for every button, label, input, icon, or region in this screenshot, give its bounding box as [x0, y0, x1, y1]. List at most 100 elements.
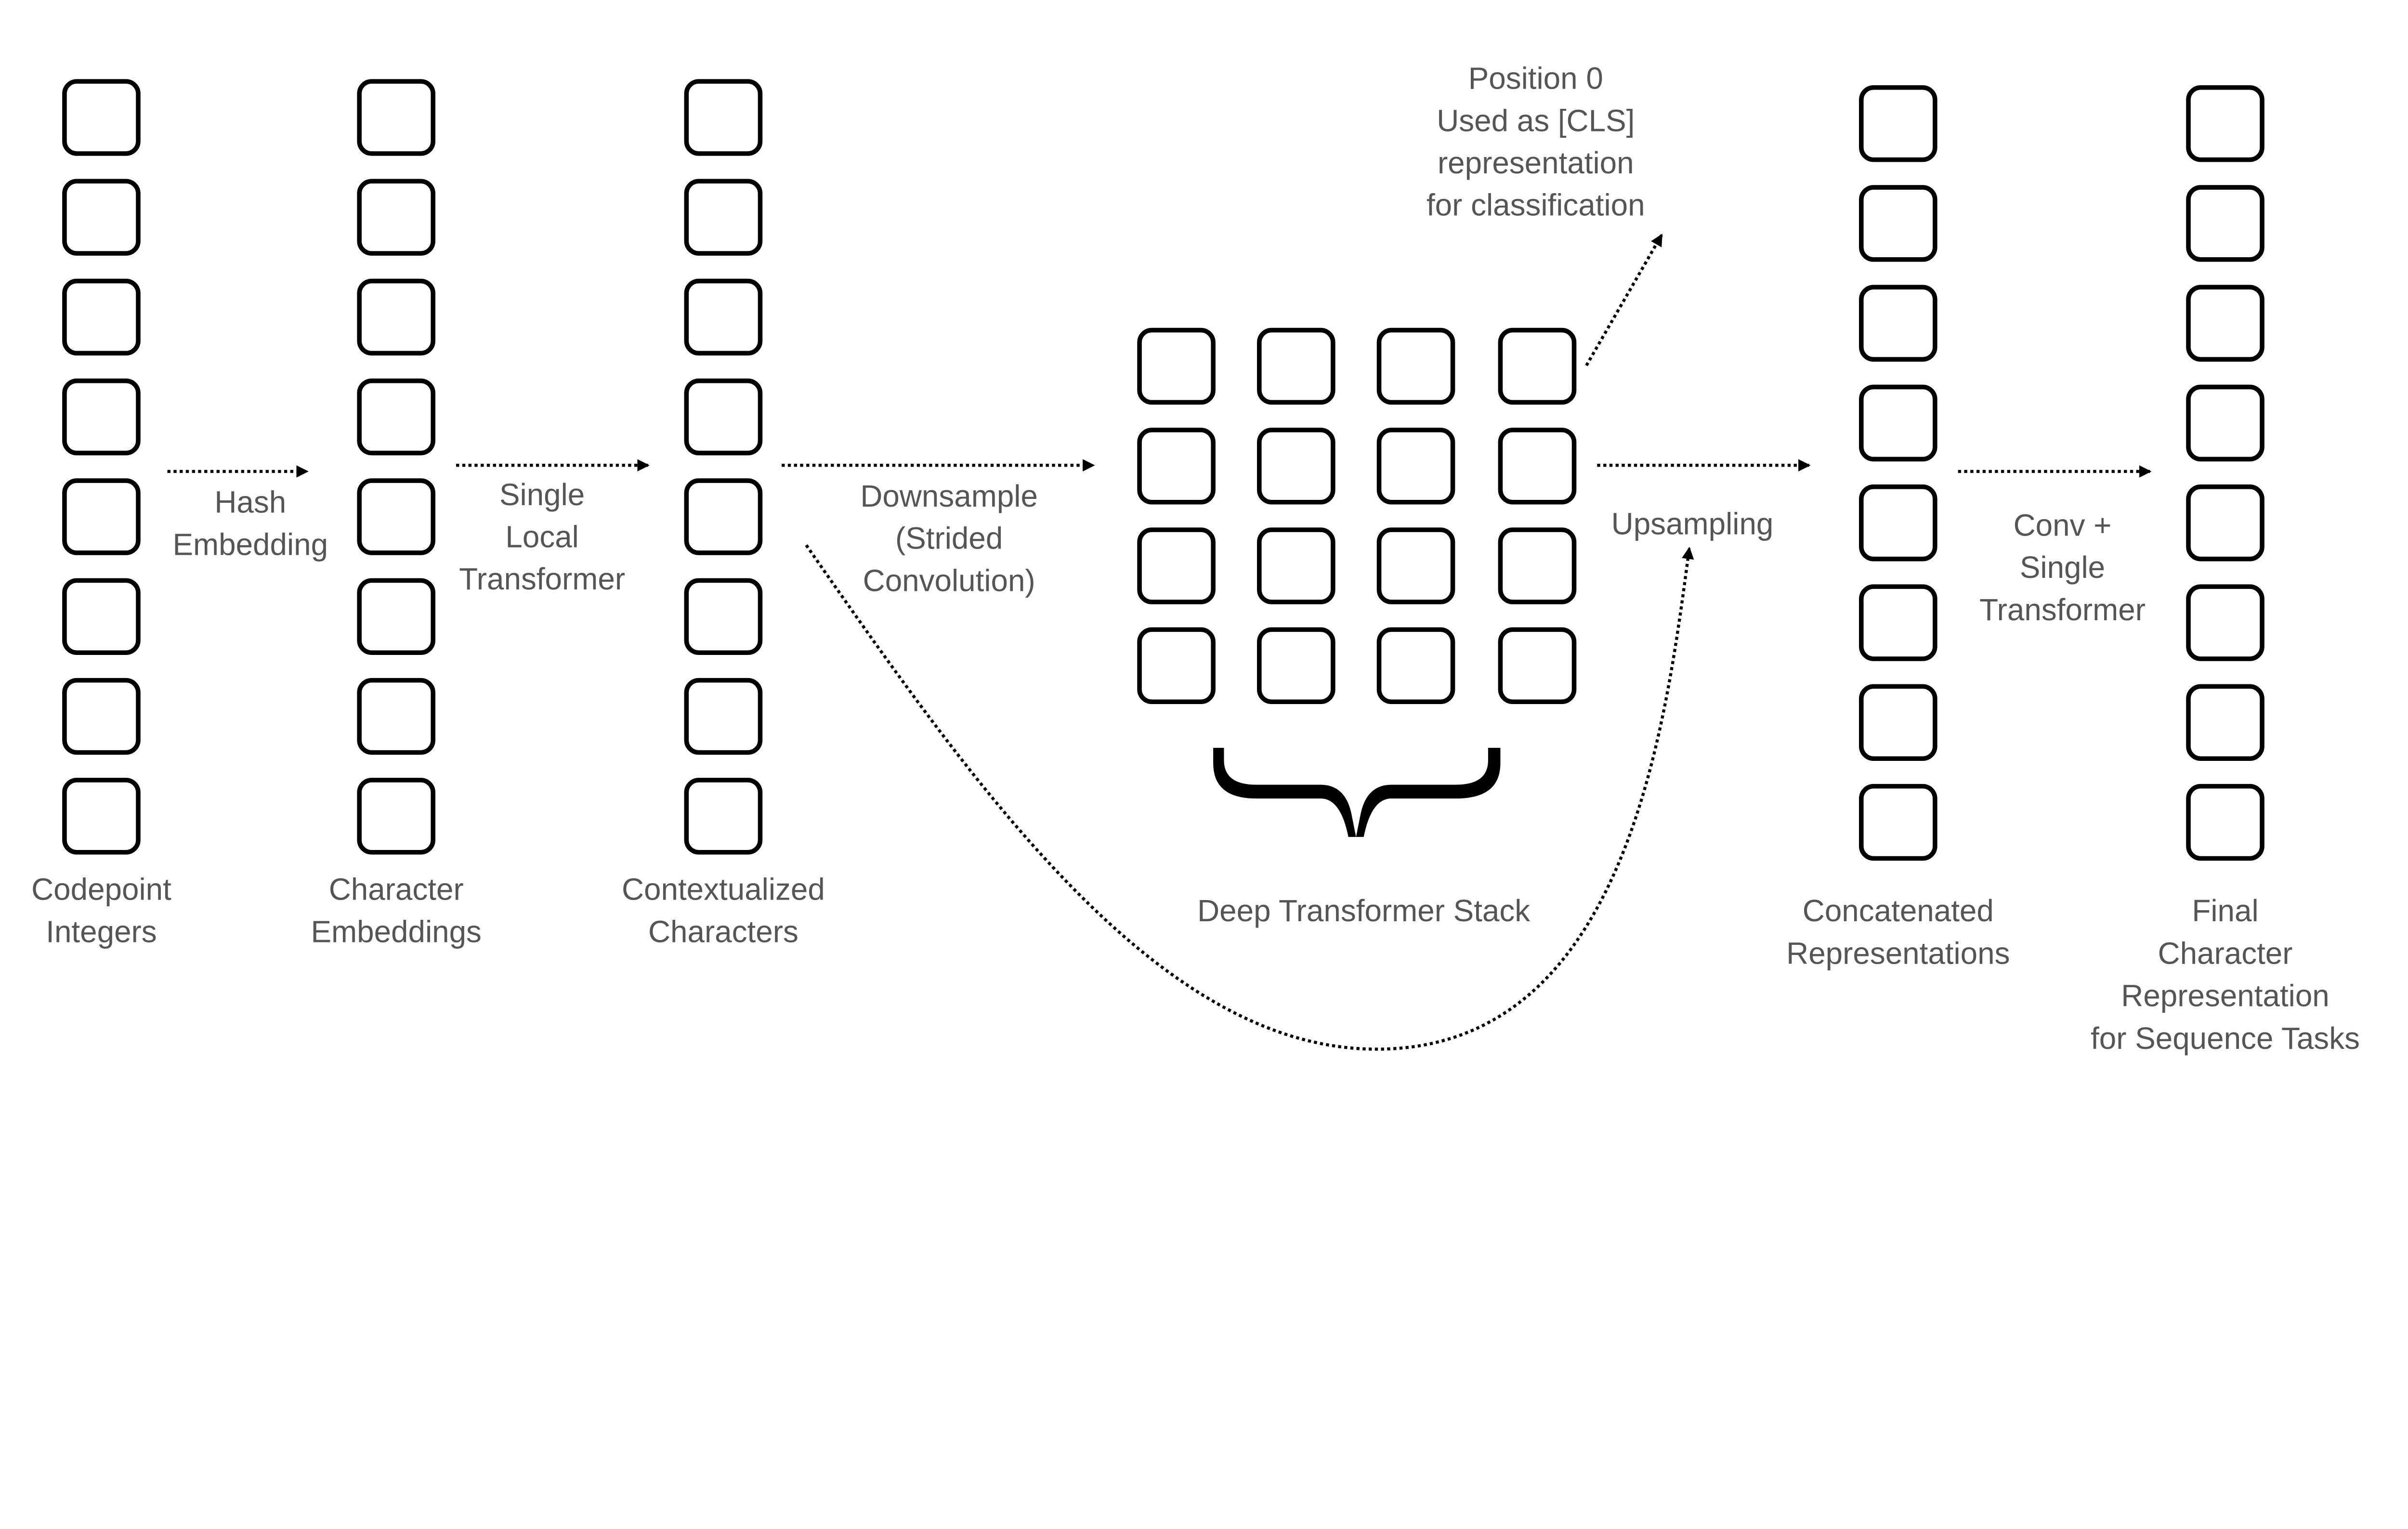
cell-box	[684, 478, 763, 555]
label-line: Characters	[648, 915, 798, 949]
label-line: Final	[2192, 893, 2258, 928]
cell-box	[1859, 584, 1937, 661]
upsampling-label: Upsampling	[1611, 506, 1774, 541]
cell-box	[62, 478, 141, 555]
residual-skip-arrow	[805, 544, 1694, 1051]
label-line: Codepoint	[31, 872, 171, 906]
label-line: Representations	[1786, 936, 2010, 970]
label-line: Downsample	[860, 479, 1038, 513]
cell-box	[357, 678, 436, 755]
cell-box	[684, 379, 763, 456]
cell-box	[2186, 384, 2264, 462]
label-line: Representation	[2121, 979, 2329, 1013]
cell-box	[1859, 784, 1937, 861]
cell-box	[1859, 384, 1937, 462]
stack-cell-box	[1498, 428, 1577, 505]
stack-cell-box	[1137, 327, 1216, 405]
deep-stack-label: Deep Transformer Stack	[1197, 893, 1530, 928]
cell-box	[684, 278, 763, 356]
stack-cell-box	[1498, 327, 1577, 405]
cell-box	[62, 678, 141, 755]
label-line: Convolution)	[863, 563, 1035, 598]
cls-output-label: Position 0 Used as [CLS] representation for…	[1426, 61, 1645, 222]
cell-box	[62, 379, 141, 456]
cell-box	[2186, 484, 2264, 562]
cell-box	[357, 179, 436, 256]
label-line: for Sequence Tasks	[2091, 1021, 2360, 1056]
label-line: Single	[2020, 550, 2105, 585]
final-character-representation-column	[2186, 85, 2264, 861]
cell-box	[357, 278, 436, 356]
cell-box	[1859, 85, 1937, 162]
cell-box	[62, 278, 141, 356]
concatenated-representations-column	[1859, 85, 1937, 861]
label-line: Embeddings	[311, 915, 481, 949]
cell-box	[1859, 484, 1937, 562]
stack-cell-box	[1498, 527, 1577, 604]
label-line: Upsampling	[1611, 506, 1774, 541]
stack-cell-box	[1257, 428, 1335, 505]
label-line: Transformer	[459, 562, 625, 596]
cell-box	[62, 79, 141, 156]
contextualized-characters-column	[684, 79, 763, 855]
label-line: Transformer	[1979, 592, 2146, 627]
label-line: Single	[499, 477, 585, 512]
cell-box	[62, 179, 141, 256]
stack-cell-box	[1498, 627, 1577, 705]
label-line: Contextualized	[622, 872, 825, 906]
stack-cell-box	[1376, 627, 1455, 705]
label-line: Conv +	[2014, 508, 2112, 543]
label-line: Position 0	[1468, 61, 1603, 96]
cell-box	[357, 379, 436, 456]
cell-box	[2186, 584, 2264, 661]
label-line: Local	[505, 519, 578, 554]
stack-cell-box	[1257, 627, 1335, 705]
cell-box	[357, 778, 436, 855]
stack-cell-box	[1257, 527, 1335, 604]
cell-box	[62, 778, 141, 855]
cell-box	[2186, 684, 2264, 761]
cell-box	[1859, 185, 1937, 262]
cell-box	[684, 678, 763, 755]
cell-box	[1859, 684, 1937, 761]
label-line: Character	[329, 872, 464, 906]
cls-output-arrow	[1585, 234, 1663, 366]
cell-box	[62, 578, 141, 655]
stack-cell-box	[1376, 527, 1455, 604]
cell-box	[357, 478, 436, 555]
stack-cell-box	[1376, 428, 1455, 505]
cell-box	[1859, 285, 1937, 362]
deep-stack-brace	[1213, 747, 1501, 837]
label-line: Used as [CLS]	[1437, 103, 1635, 138]
stack-cell-box	[1376, 327, 1455, 405]
cell-box	[684, 179, 763, 256]
cell-box	[2186, 784, 2264, 861]
label-line: Concatenated	[1803, 893, 1994, 928]
stack-cell-box	[1137, 428, 1216, 505]
label-line: (Strided	[895, 521, 1003, 556]
label-line: Integers	[46, 915, 157, 949]
cell-box	[2186, 285, 2264, 362]
cell-box	[2186, 185, 2264, 262]
cell-box	[684, 778, 763, 855]
stack-cell-box	[1257, 327, 1335, 405]
character-embeddings-column	[357, 79, 436, 855]
label-line: for classification	[1426, 188, 1645, 222]
cell-box	[357, 578, 436, 655]
stack-cell-box	[1137, 527, 1216, 604]
cell-box	[2186, 85, 2264, 162]
label-line: Character	[2158, 936, 2293, 970]
cell-box	[684, 578, 763, 655]
stack-cell-box	[1137, 627, 1216, 705]
label-line: representation	[1438, 145, 1634, 180]
label-line: Hash	[214, 485, 286, 520]
